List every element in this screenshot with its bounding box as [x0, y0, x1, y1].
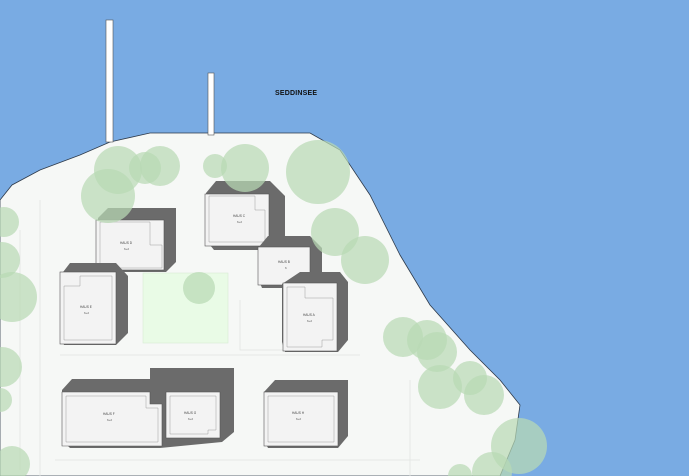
tree: [81, 169, 135, 223]
house-roof-detail: [65, 395, 159, 443]
house-label: HAUS D: [120, 241, 133, 245]
house-units: 6: [285, 266, 287, 270]
tree: [0, 242, 20, 278]
tree: [417, 332, 457, 372]
house-roof-detail: [169, 395, 217, 435]
house-roof-detail: [63, 275, 113, 341]
tree: [0, 207, 19, 237]
tree: [140, 146, 180, 186]
tree: [183, 272, 215, 304]
tree: [203, 154, 227, 178]
house-roof-detail: [208, 195, 266, 243]
house-roof-detail: [99, 221, 163, 269]
tree: [286, 140, 350, 204]
tree: [341, 236, 389, 284]
house-h[interactable]: HAUS H 6+2: [263, 380, 348, 448]
house-label: HAUS A: [303, 313, 316, 317]
tree: [0, 446, 30, 476]
house-units: 6+2: [107, 418, 112, 422]
house-roof-detail: [267, 395, 335, 443]
tree: [418, 365, 462, 409]
house-label: HAUS G: [184, 411, 197, 415]
house-roof: [263, 391, 339, 447]
house-units: 6+2: [124, 247, 129, 251]
house-units: 6+2: [84, 311, 89, 315]
tree: [0, 347, 22, 387]
house-roof: [282, 282, 338, 352]
trees: [0, 140, 547, 476]
jetty-right: [207, 72, 215, 136]
house-e[interactable]: HAUS E 6+2: [59, 263, 128, 345]
house-c[interactable]: HAUS C 6+2: [204, 181, 285, 250]
house-label: HAUS C: [233, 214, 246, 218]
lake-label: SEDDINSEE: [275, 90, 317, 97]
jetty-left: [105, 19, 114, 143]
house-roof: [59, 271, 117, 345]
tree: [0, 388, 12, 412]
house-g[interactable]: HAUS G 6+2: [165, 391, 221, 439]
house-a[interactable]: HAUS A 6+2: [282, 272, 348, 352]
house-units: 6+2: [188, 417, 193, 421]
house-roof-detail: [286, 286, 334, 348]
house-units: 6+2: [296, 417, 301, 421]
house-d[interactable]: HAUS D 6+2: [95, 208, 176, 272]
tree: [464, 375, 504, 415]
house-units: 6+2: [237, 220, 242, 224]
house-roof: [204, 193, 270, 247]
tree: [472, 452, 512, 476]
tree: [311, 208, 359, 256]
house-label: HAUS F: [103, 412, 115, 416]
tree: [448, 464, 472, 476]
site-paths: [19, 200, 420, 476]
house-roof: [61, 391, 163, 447]
house-label: HAUS B: [278, 260, 290, 264]
house-roof: [165, 391, 221, 439]
house-label: HAUS H: [292, 411, 305, 415]
tree: [221, 144, 269, 192]
house-label: HAUS E: [80, 305, 92, 309]
tree: [0, 272, 37, 322]
house-units: 6+2: [307, 319, 312, 323]
